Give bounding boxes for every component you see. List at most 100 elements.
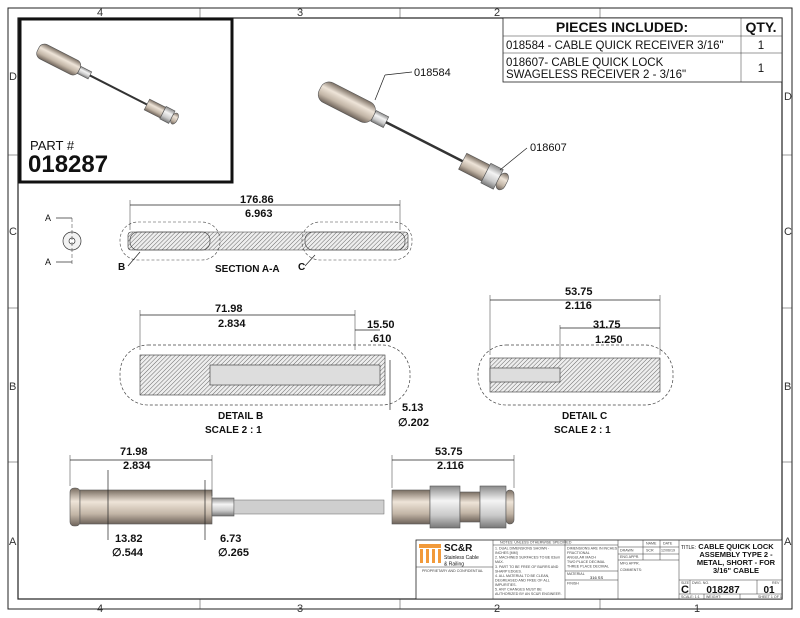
svg-text:1. DUAL DIMENSIONS SHOWN - INC: 1. DUAL DIMENSIONS SHOWN - INCHES [MM]	[495, 547, 550, 555]
inset-view: PART # 018287	[18, 17, 234, 184]
svg-text:1.250: 1.250	[595, 334, 623, 346]
svg-text:018607: 018607	[530, 142, 567, 154]
svg-text:5.13: 5.13	[402, 402, 423, 414]
svg-text:2: 2	[494, 603, 500, 615]
svg-text:DRAWN: DRAWN	[620, 549, 634, 553]
svg-text:DWG. NO.: DWG. NO.	[692, 581, 709, 585]
svg-text:3/16" CABLE: 3/16" CABLE	[713, 566, 759, 575]
svg-text:2.116: 2.116	[437, 460, 464, 472]
svg-text:53.75: 53.75	[435, 446, 463, 458]
svg-text:MATERIAL: MATERIAL	[567, 572, 585, 576]
svg-text:SCR: SCR	[646, 549, 654, 553]
svg-text:QTY.: QTY.	[745, 19, 776, 35]
svg-text:SC&R: SC&R	[444, 543, 473, 554]
svg-text:THREE PLACE DECIMAL: THREE PLACE DECIMAL	[567, 565, 609, 569]
svg-text:1: 1	[758, 63, 764, 75]
svg-text:Stainless Cable: Stainless Cable	[444, 555, 479, 561]
pieces-table: PIECES INCLUDED: QTY. 018584 - CABLE QUI…	[502, 17, 783, 83]
svg-text:D: D	[784, 91, 792, 103]
notes-list: 1. DUAL DIMENSIONS SHOWN - INCHES [MM] 2…	[495, 547, 562, 597]
end-view: A A	[45, 213, 82, 267]
svg-text:REV: REV	[772, 581, 780, 585]
svg-text:15.50: 15.50	[367, 319, 395, 331]
svg-text:71.98: 71.98	[215, 303, 243, 315]
svg-text:.610: .610	[370, 333, 391, 345]
svg-text:COMMENTS:: COMMENTS:	[620, 568, 642, 572]
svg-text:53.75: 53.75	[565, 286, 593, 298]
svg-text:C: C	[9, 226, 17, 238]
svg-text:3: 3	[297, 603, 303, 615]
svg-text:01: 01	[763, 585, 775, 596]
svg-text:ASSEMBLY TYPE 2 -: ASSEMBLY TYPE 2 -	[699, 550, 773, 559]
svg-text:B: B	[118, 262, 125, 273]
svg-text:DATE: DATE	[663, 542, 673, 546]
title-block: SC&R Stainless Cable & Railing PROPRIETA…	[415, 539, 783, 600]
svg-text:A: A	[784, 536, 792, 548]
svg-text:2.116: 2.116	[565, 300, 592, 312]
drawing-title: CABLE QUICK LOCK	[698, 542, 774, 551]
svg-text:12/06/19: 12/06/19	[661, 549, 675, 553]
detail-c: 53.75 2.116 31.75 1.250 DETAIL C SCALE 2…	[477, 286, 674, 436]
svg-text:TWO PLACE DECIMAL: TWO PLACE DECIMAL	[567, 560, 605, 564]
svg-text:C: C	[681, 584, 689, 596]
svg-text:018584: 018584	[414, 67, 451, 79]
svg-text:018607- CABLE QUICK LOCK: 018607- CABLE QUICK LOCK	[506, 57, 664, 69]
svg-text:SIZE: SIZE	[681, 581, 690, 585]
svg-text:2. MACHINED SURFACES TO BE 63u: 2. MACHINED SURFACES TO BE 63um MAX.	[495, 556, 561, 564]
svg-text:DETAIL C: DETAIL C	[562, 411, 607, 422]
svg-text:SWAGELESS RECEIVER 2 - 3/16": SWAGELESS RECEIVER 2 - 3/16"	[506, 69, 686, 81]
svg-text:4: 4	[97, 7, 103, 19]
zone-labels: 4 3 2 4 3 2 1 D C B A D C B A	[9, 7, 792, 615]
svg-text:31.75: 31.75	[593, 319, 621, 331]
svg-text:176.86: 176.86	[240, 194, 274, 206]
svg-text:SCALE 2 : 1: SCALE 2 : 1	[554, 425, 611, 436]
table-row: 018584 - CABLE QUICK RECEIVER 3/16"	[506, 40, 724, 52]
svg-text:FRACTIONAL: FRACTIONAL	[567, 551, 590, 555]
svg-text:METAL, SHORT - FOR: METAL, SHORT - FOR	[697, 558, 776, 567]
svg-text:MFG APPR.: MFG APPR.	[620, 562, 640, 566]
company-logo: SC&R Stainless Cable & Railing	[419, 543, 479, 568]
svg-text:A: A	[45, 213, 51, 223]
svg-text:ANGULAR MACH: ANGULAR MACH	[567, 556, 596, 560]
svg-text:PROPRIETARY AND CONFIDENTIAL: PROPRIETARY AND CONFIDENTIAL	[422, 569, 483, 573]
svg-text:D: D	[9, 71, 17, 83]
svg-text:1: 1	[758, 40, 764, 52]
detail-b: 71.98 2.834 15.50 .610 5.13 ∅.202 DETAIL…	[119, 303, 429, 436]
svg-text:∅.202: ∅.202	[398, 417, 429, 429]
svg-text:SCALE: 1:1: SCALE: 1:1	[681, 595, 700, 599]
isometric-assembly: 018584 018607	[317, 67, 567, 191]
svg-text:DETAIL B: DETAIL B	[218, 411, 263, 422]
svg-text:B: B	[9, 381, 16, 393]
svg-text:316 SS: 316 SS	[590, 575, 603, 580]
svg-text:& Railing: & Railing	[444, 562, 464, 568]
svg-text:A: A	[45, 257, 51, 267]
svg-text:ENG APPR.: ENG APPR.	[620, 555, 639, 559]
svg-text:4. ALL MATERIAL TO BE CLEAN, D: 4. ALL MATERIAL TO BE CLEAN, DEGREASED A…	[495, 574, 551, 587]
svg-text:DIMENSIONS ARE IN INCHES: DIMENSIONS ARE IN INCHES	[567, 547, 618, 551]
assembly-view: 71.98 2.834 53.75 2.116 13.82 ∅.544 6.73…	[69, 446, 515, 559]
svg-text:PART #: PART #	[30, 138, 75, 153]
section-a-a: 176.86 6.963 B C SECTION A-A	[118, 194, 413, 275]
svg-text:NOTES: UNLESS OTHERWISE SPECIF: NOTES: UNLESS OTHERWISE SPECIFIED	[500, 541, 572, 545]
svg-text:C: C	[784, 226, 792, 238]
svg-text:∅.544: ∅.544	[112, 547, 144, 559]
inset-part-number: 018287	[28, 151, 108, 178]
svg-text:SHEET 1 OF 1: SHEET 1 OF 1	[758, 595, 782, 599]
svg-text:6.73: 6.73	[220, 533, 241, 545]
svg-text:6.963: 6.963	[245, 208, 273, 220]
svg-text:B: B	[784, 381, 791, 393]
svg-text:3: 3	[297, 7, 303, 19]
svg-text:C: C	[298, 262, 305, 273]
svg-text:WEIGHT:: WEIGHT:	[706, 595, 721, 599]
drawing-number: 018287	[706, 585, 740, 596]
svg-text:A: A	[9, 536, 17, 548]
svg-text:PIECES INCLUDED:: PIECES INCLUDED:	[556, 19, 688, 35]
svg-text:13.82: 13.82	[115, 533, 143, 545]
svg-text:2: 2	[494, 7, 500, 19]
svg-text:2.834: 2.834	[218, 318, 246, 330]
svg-text:SCALE 2 : 1: SCALE 2 : 1	[205, 425, 262, 436]
svg-text:71.98: 71.98	[120, 446, 148, 458]
svg-text:TITLE:: TITLE:	[681, 545, 696, 551]
zone-ticks	[8, 8, 792, 609]
